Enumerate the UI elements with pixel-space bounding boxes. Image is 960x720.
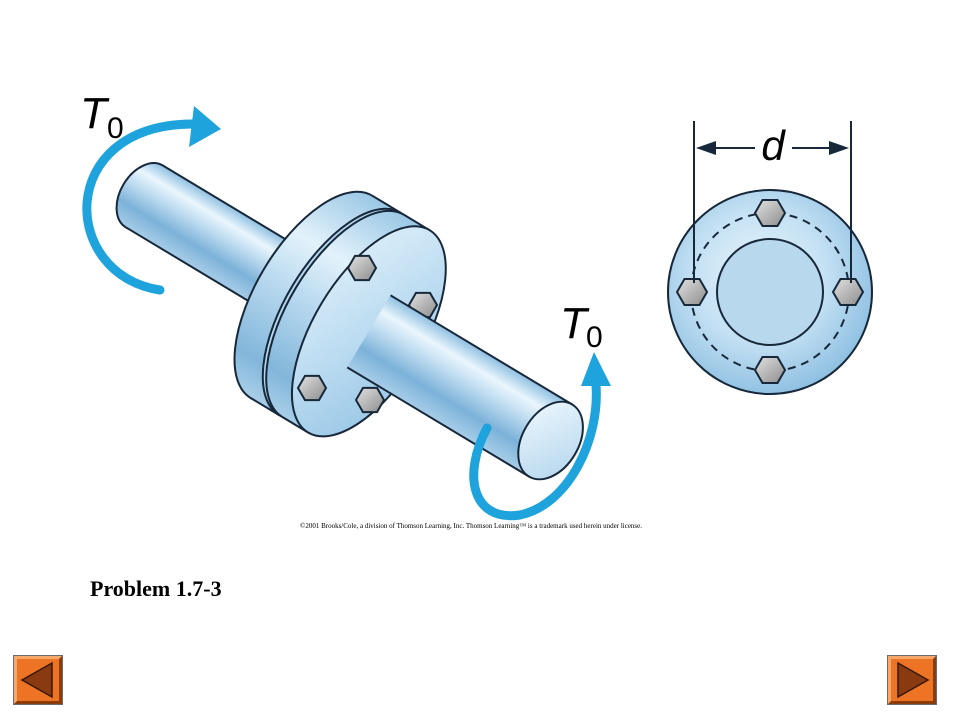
bolt-icon xyxy=(354,386,386,414)
shaft-end-cap xyxy=(517,400,584,481)
torque-subscript: 0 xyxy=(107,112,124,145)
torque-subscript: 0 xyxy=(586,321,603,354)
arrow-left-icon xyxy=(696,141,716,155)
arrow-right-icon xyxy=(829,141,849,155)
bolt-icon xyxy=(753,356,787,384)
dimension-label: d xyxy=(761,122,786,169)
dimension-d: d xyxy=(693,121,852,283)
coupling-shaft-left xyxy=(115,162,447,438)
torque-symbol: T xyxy=(560,299,590,348)
torque-arrow-left xyxy=(82,106,221,295)
bolt-icon xyxy=(675,278,709,306)
coupling-shaft-right xyxy=(346,294,584,481)
bolt-icon xyxy=(346,254,378,282)
triangle-right-icon xyxy=(897,661,930,699)
torque-symbol: T xyxy=(80,89,110,138)
triangle-left-icon xyxy=(20,661,53,699)
shaft-section xyxy=(716,238,824,346)
flange-bolts xyxy=(296,254,439,414)
page-title: Problem 1.7-3 xyxy=(90,576,222,601)
torque-label-left: T 0 xyxy=(80,89,124,145)
previous-slide-button[interactable] xyxy=(13,655,63,705)
next-slide-button[interactable] xyxy=(887,655,937,705)
bolt-icon xyxy=(296,374,328,402)
copyright-notice: ©2001 Brooks/Cole, a division of Thomson… xyxy=(300,522,643,530)
flange-end-view xyxy=(667,189,873,395)
bolt-icon xyxy=(753,199,787,227)
torque-label-right: T 0 xyxy=(560,299,603,354)
torque-arrow-right xyxy=(469,352,611,521)
bolt-icon xyxy=(831,278,865,306)
